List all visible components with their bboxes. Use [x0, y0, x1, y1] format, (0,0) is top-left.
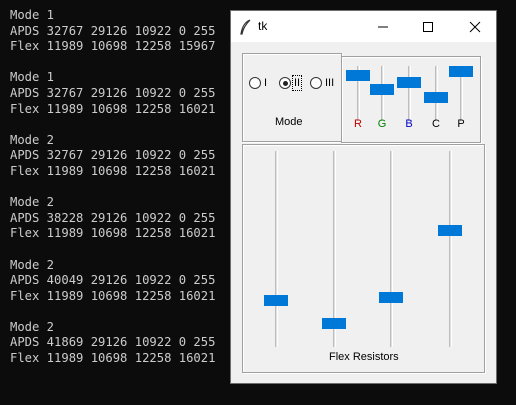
console-line-flex: Flex 11989 10698 12258 16021 — [10, 288, 216, 303]
slider-thumb-r[interactable] — [346, 69, 370, 81]
flex-slider-track-1[interactable] — [275, 151, 278, 347]
radio-indicator — [249, 77, 261, 89]
flex-slider-thumb-4[interactable] — [438, 225, 462, 236]
console-line-mode: Mode 2 — [10, 257, 55, 272]
slider-thumb-p[interactable] — [449, 66, 473, 77]
console-line-mode: Mode 1 — [10, 8, 55, 22]
console-line-mode: Mode 2 — [10, 195, 55, 210]
feather-icon — [240, 19, 251, 35]
flex-slider-thumb-2[interactable] — [322, 317, 346, 329]
slider-label-b: B — [405, 118, 413, 130]
minimize-icon — [377, 26, 388, 27]
flex-resistors-label: Flex Resistors — [329, 351, 399, 363]
close-button[interactable] — [452, 11, 497, 42]
window-title: tk — [258, 19, 268, 33]
slider-label-p: P — [457, 118, 465, 130]
radio-indicator — [279, 77, 291, 89]
slider-label-g: G — [377, 118, 387, 130]
flex-slider-track-2[interactable] — [333, 151, 336, 347]
mode-radio-iii[interactable]: III — [310, 77, 334, 89]
flex-slider-thumb-3[interactable] — [379, 291, 403, 303]
slider-track-r[interactable] — [357, 66, 360, 121]
console-line-mode: Mode 2 — [10, 132, 55, 147]
flex-slider-track-4[interactable] — [449, 151, 452, 347]
console-line-apds: APDS 40049 29126 10922 0 255 — [10, 273, 216, 288]
console-line-mode: Mode 2 — [10, 319, 55, 334]
flex-slider-thumb-1[interactable] — [264, 295, 288, 307]
slider-thumb-b[interactable] — [397, 76, 421, 88]
console-line-mode: Mode 1 — [10, 70, 55, 85]
close-icon — [469, 21, 480, 32]
flex-slider-track-3[interactable] — [390, 151, 393, 347]
console-line-flex: Flex 11989 10698 12258 16021 — [10, 226, 216, 241]
tk-window: tk I II III Mode R G B C P — [230, 10, 497, 384]
slider-thumb-c[interactable] — [424, 91, 448, 103]
maximize-icon — [422, 21, 433, 32]
console-line-flex: Flex 11989 10698 12258 16021 — [10, 163, 216, 178]
mode-option-label: II — [291, 75, 303, 91]
console-line-flex: Flex 11989 10698 12258 16021 — [10, 101, 216, 116]
mode-frame — [242, 53, 342, 142]
console-line-apds: APDS 41869 29126 10922 0 255 — [10, 335, 216, 350]
console-line-apds: APDS 38228 29126 10922 0 255 — [10, 210, 216, 225]
console-line-apds: APDS 32767 29126 10922 0 255 — [10, 23, 216, 38]
console-line-flex: Flex 11989 10698 12258 16021 — [10, 351, 216, 366]
blank-line — [10, 180, 215, 196]
slider-label-r: R — [354, 118, 362, 130]
radio-indicator — [310, 77, 322, 89]
flex-slider-frame — [242, 144, 485, 373]
mode-radio-ii[interactable]: II — [279, 75, 303, 91]
title-bar[interactable]: tk — [231, 11, 496, 42]
console-line-flex: Flex 11989 10698 12258 15967 — [10, 39, 216, 54]
blank-line — [10, 304, 215, 320]
mode-radio-i[interactable]: I — [249, 77, 267, 89]
mode-option-label: III — [325, 77, 335, 89]
blank-line — [10, 242, 215, 258]
mode-option-label: I — [264, 77, 268, 89]
mode-label: Mode — [275, 116, 303, 128]
minimize-button[interactable] — [360, 11, 405, 42]
slider-label-c: C — [432, 118, 440, 130]
slider-track-b[interactable] — [408, 66, 411, 121]
slider-thumb-g[interactable] — [370, 84, 394, 96]
blank-line — [10, 117, 215, 133]
maximize-button[interactable] — [405, 11, 450, 42]
blank-line — [10, 55, 215, 71]
console-line-apds: APDS 32767 29126 10922 0 255 — [10, 148, 216, 163]
console-line-apds: APDS 32767 29126 10922 0 255 — [10, 85, 216, 100]
rgb-slider-frame — [341, 56, 481, 143]
slider-track-p[interactable] — [460, 66, 463, 121]
